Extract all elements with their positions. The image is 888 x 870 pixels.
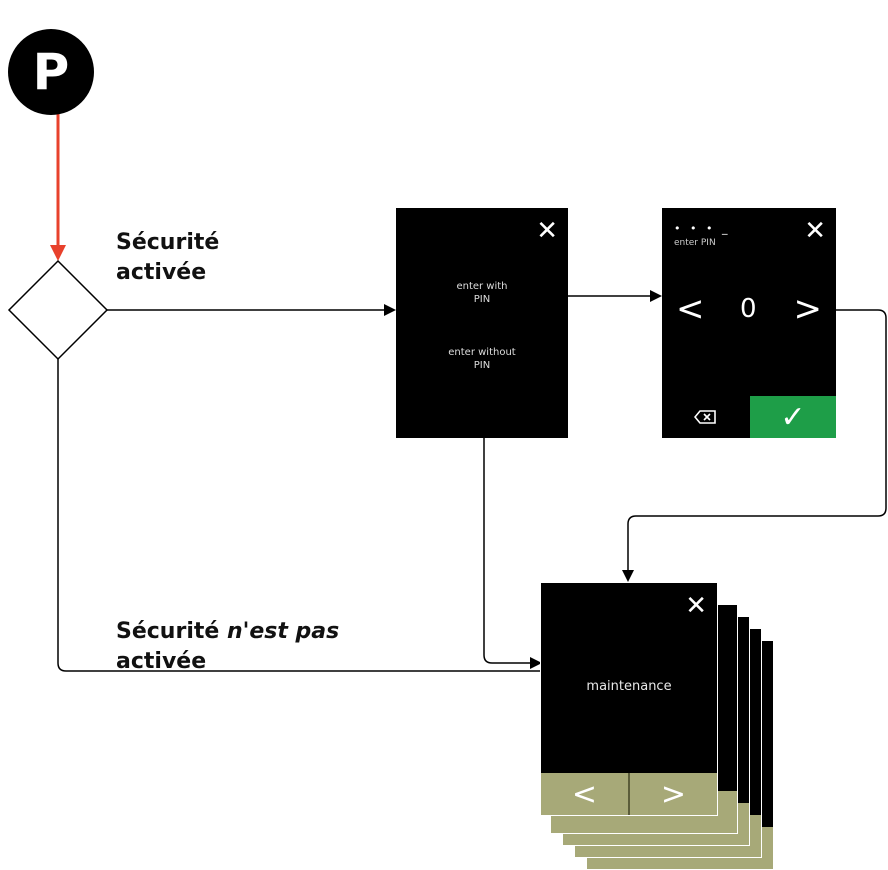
close-icon[interactable]: ✕ (804, 216, 826, 246)
security-disabled-line2: activée (116, 649, 207, 674)
security-enabled-line1: Sécurité (116, 230, 220, 255)
decision-diamond (7, 259, 109, 361)
pin-screen: • • • _ enter PIN ✕ < 0 > ✓ (662, 208, 836, 438)
security-disabled-emphasis: n'est pas (226, 619, 340, 644)
maintenance-title: maintenance (586, 679, 672, 694)
enter-with-pin-option[interactable]: enter with PIN (396, 280, 568, 306)
pin-prev-arrow[interactable]: < (676, 289, 705, 329)
start-node-p: P (8, 29, 94, 115)
security-disabled-label: Sécurité n'est pas activée (116, 617, 339, 677)
backspace-button[interactable] (662, 396, 748, 438)
confirm-button[interactable]: ✓ (750, 396, 836, 438)
maintenance-next-button[interactable]: > (628, 773, 717, 815)
security-enabled-label: Sécurité activée (116, 228, 219, 288)
enter-with-pin-line1: enter with (456, 281, 508, 292)
enter-without-pin-line1: enter without (448, 347, 516, 358)
login-screen: ✕ enter with PIN enter without PIN (396, 208, 568, 438)
enter-without-pin-option[interactable]: enter without PIN (396, 346, 568, 372)
pin-dots: • • • _ (674, 222, 731, 235)
maintenance-screen: ✕ maintenance < > (540, 582, 718, 816)
pin-value: 0 (740, 294, 757, 324)
security-disabled-prefix: Sécurité (116, 619, 220, 644)
maintenance-prev-button[interactable]: < (571, 776, 598, 812)
enter-without-pin-line2: PIN (473, 360, 491, 371)
pin-label: enter PIN (674, 238, 716, 248)
enter-with-pin-line2: PIN (473, 294, 491, 305)
security-enabled-line2: activée (116, 260, 207, 285)
close-icon[interactable]: ✕ (685, 591, 707, 621)
maintenance-nav-bar: < > (541, 773, 717, 815)
close-icon[interactable]: ✕ (536, 216, 558, 246)
backspace-icon (694, 410, 716, 424)
without-pin-arrow (483, 380, 542, 669)
pin-to-maintenance-arrow (622, 309, 887, 582)
pin-next-arrow[interactable]: > (793, 289, 823, 329)
no-branch-line (57, 359, 540, 672)
